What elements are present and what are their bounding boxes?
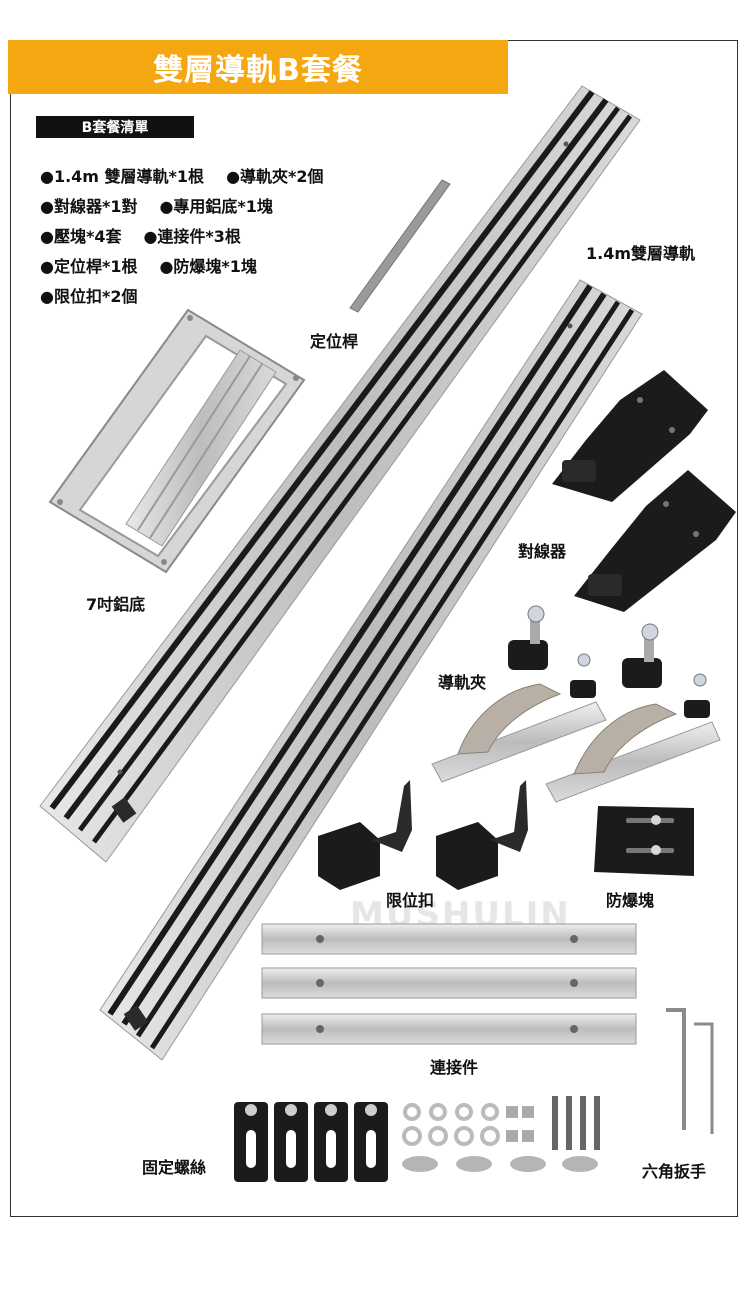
connector-2 <box>261 967 637 999</box>
rail-1 <box>39 85 641 863</box>
label-connector: 連接件 <box>430 1058 479 1077</box>
list-item: ●定位桿*1根 <box>40 257 138 276</box>
label-rail: 1.4m雙層導軌 <box>586 244 696 263</box>
limit-stop-1 <box>318 780 412 890</box>
label-rod: 定位桿 <box>310 332 359 351</box>
list-header: B套餐清單 <box>36 116 194 138</box>
list-item: ●連接件*3根 <box>143 227 241 246</box>
rail-clamp-2 <box>545 623 721 803</box>
limit-stop-2 <box>436 780 528 890</box>
aligner-1 <box>552 370 708 502</box>
list-row: ●壓塊*4套 ●連接件*3根 <box>40 220 346 250</box>
connector-1 <box>261 923 637 955</box>
list-item: ●導軌夾*2個 <box>226 167 324 186</box>
connector-3 <box>261 1013 637 1045</box>
rail-2 <box>99 279 643 1061</box>
list-item: ●限位扣*2個 <box>40 287 138 306</box>
hex-key-icon <box>666 1008 714 1134</box>
list-row: ●限位扣*2個 <box>40 280 346 310</box>
aligner-2 <box>574 470 736 612</box>
label-hexkey: 六角扳手 <box>642 1162 707 1181</box>
label-stop: 限位扣 <box>386 891 435 910</box>
list-item: ●專用鋁底*1塊 <box>159 197 273 216</box>
list-row: ●對線器*1對 ●專用鋁底*1塊 <box>40 190 346 220</box>
label-antiburst: 防爆塊 <box>606 891 655 910</box>
label-clamp: 導軌夾 <box>438 673 487 692</box>
list-item: ●1.4m 雙層導軌*1根 <box>40 167 205 186</box>
label-screws: 固定螺絲 <box>142 1158 207 1177</box>
aluminum-base <box>48 308 306 574</box>
rail-clamp-1 <box>431 605 607 783</box>
positioning-rod <box>349 179 451 313</box>
list-item: ●壓塊*4套 <box>40 227 122 246</box>
list-item: ●對線器*1對 <box>40 197 138 216</box>
package-list: ●1.4m 雙層導軌*1根 ●導軌夾*2個 ●對線器*1對 ●專用鋁底*1塊 ●… <box>40 160 346 310</box>
list-item: ●防爆塊*1塊 <box>159 257 257 276</box>
anti-burst-block <box>594 806 694 876</box>
list-row: ●定位桿*1根 ●防爆塊*1塊 <box>40 250 346 280</box>
page-title: 雙層導軌B套餐 <box>8 40 508 94</box>
label-base: 7吋鋁底 <box>86 595 146 614</box>
hardware-parts <box>402 1096 600 1172</box>
list-row: ●1.4m 雙層導軌*1根 ●導軌夾*2個 <box>40 160 346 190</box>
label-aligner: 對線器 <box>518 542 567 561</box>
fixing-block-set <box>234 1102 388 1182</box>
